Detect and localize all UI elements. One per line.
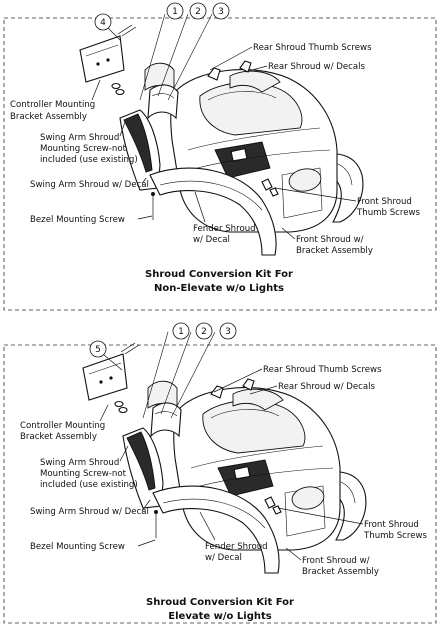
kit-1-callout-3: 3 bbox=[218, 7, 224, 17]
kit-1-part-callouts: 1 2 3 bbox=[166, 2, 230, 20]
kit-1-label-fender-1: Fender Shroud bbox=[193, 224, 256, 234]
kit-1-item-number-callout: 4 bbox=[94, 13, 121, 41]
kit-2-callout-1: 1 bbox=[178, 327, 184, 337]
kit-2-label-fender-1: Fender Shroud bbox=[205, 542, 268, 552]
kit-2-label-bezel-screw: Bezel Mounting Screw bbox=[30, 542, 125, 552]
kit-1-label-swing-arm-screw-3: included (use existing) bbox=[40, 155, 138, 165]
kit-2: 5 1 2 3 Controller Mounting Bracket Asse… bbox=[3, 322, 437, 624]
kit-1-label-swing-arm-screw-2: Mounting Screw-not bbox=[40, 144, 127, 154]
kit-1-item-number: 4 bbox=[100, 18, 106, 28]
kit-2-item-number-callout: 5 bbox=[89, 340, 123, 371]
kit-1-label-front-shroud-2: Bracket Assembly bbox=[296, 246, 373, 256]
kit-1-label-rear-thumb-screws: Rear Shroud Thumb Screws bbox=[253, 43, 372, 53]
kit-1-frame bbox=[3, 17, 437, 311]
kit-1-label-fender-2: w/ Decal bbox=[193, 235, 230, 245]
kit-2-frame bbox=[3, 344, 437, 624]
kit-2-callout-3: 3 bbox=[225, 327, 231, 337]
kit-2-label-front-shroud-2: Bracket Assembly bbox=[302, 567, 379, 577]
kit-2-label-swing-arm-screw-2: Mounting Screw-not bbox=[40, 469, 127, 479]
kit-2-label-front-thumb-1: Front Shroud bbox=[364, 520, 419, 530]
kit-2-label-rear-thumb-screws: Rear Shroud Thumb Screws bbox=[263, 365, 382, 375]
kit-1-label-front-thumb-2: Thumb Screws bbox=[356, 208, 421, 218]
kit-2-title-line-1: Shroud Conversion Kit For bbox=[146, 597, 294, 608]
kit-1: 4 1 2 3 Controller Mounting Bracket Asse… bbox=[3, 2, 437, 311]
kit-1-label-front-thumb-1: Front Shroud bbox=[357, 197, 412, 207]
kit-2-label-fender-2: w/ Decal bbox=[205, 553, 242, 563]
kit-2-label-swing-arm-screw-1: Swing Arm Shroud bbox=[40, 458, 119, 468]
kit-2-label-front-thumb-2: Thumb Screws bbox=[363, 531, 428, 541]
kit-2-label-controller-bracket-2: Bracket Assembly bbox=[20, 432, 97, 442]
kit-1-callout-2: 2 bbox=[195, 7, 201, 17]
kit-2-item-number: 5 bbox=[95, 345, 101, 355]
kit-1-label-swing-arm-shroud: Swing Arm Shroud w/ Decal bbox=[30, 180, 149, 190]
kit-2-label-rear-shroud: Rear Shroud w/ Decals bbox=[278, 382, 375, 392]
kit-1-label-controller-bracket-2: Bracket Assembly bbox=[10, 112, 87, 122]
kit-1-callout-1: 1 bbox=[172, 7, 178, 17]
kit-1-title-line-2: Non-Elevate w/o Lights bbox=[154, 283, 284, 294]
kit-2-title-line-2: Elevate w/o Lights bbox=[168, 611, 271, 622]
kit-1-label-swing-arm-screw-1: Swing Arm Shroud bbox=[40, 133, 119, 143]
kit-1-label-controller-bracket-1: Controller Mounting bbox=[10, 100, 95, 110]
kit-2-label-front-shroud-1: Front Shroud w/ bbox=[302, 556, 370, 566]
kit-1-label-bezel-screw: Bezel Mounting Screw bbox=[30, 215, 125, 225]
kit-2-label-controller-bracket-1: Controller Mounting bbox=[20, 421, 105, 431]
kit-1-label-rear-shroud: Rear Shroud w/ Decals bbox=[268, 62, 365, 72]
kit-2-part-callouts: 1 2 3 bbox=[172, 322, 237, 340]
kit-1-label-front-shroud-1: Front Shroud w/ bbox=[296, 235, 364, 245]
kit-2-callout-2: 2 bbox=[201, 327, 207, 337]
kit-1-title-line-1: Shroud Conversion Kit For bbox=[145, 269, 293, 280]
kit-2-label-swing-arm-shroud: Swing Arm Shroud w/ Decal bbox=[30, 507, 149, 517]
kit-2-label-swing-arm-screw-3: included (use existing) bbox=[40, 480, 138, 490]
